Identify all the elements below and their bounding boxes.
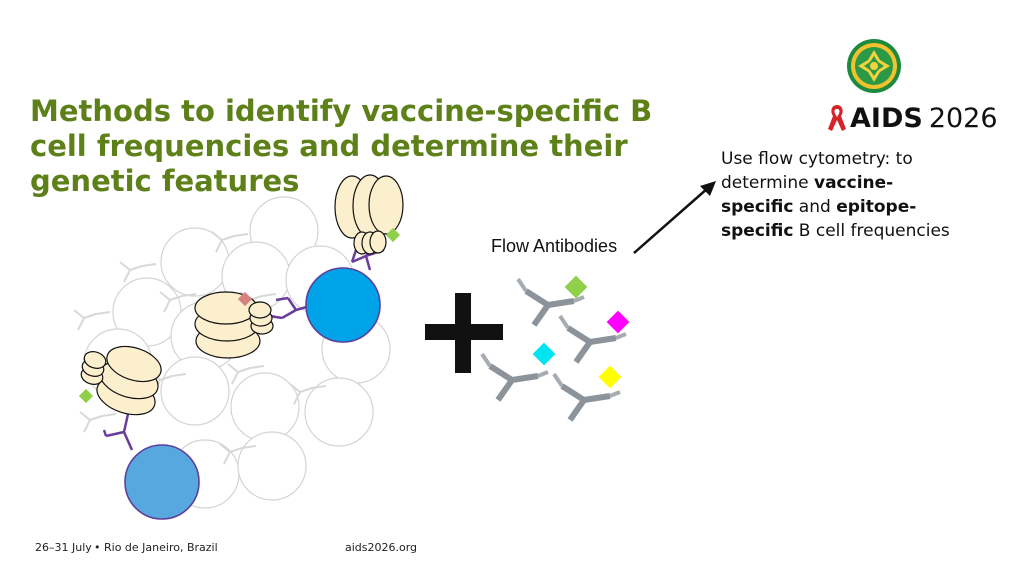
b-cell-bright <box>269 243 385 343</box>
conference-emblem-icon <box>847 39 901 93</box>
antigen-tag-green-top <box>385 227 401 243</box>
footer-location: Rio de Janeiro, Brazil <box>104 541 218 554</box>
footer-website-link[interactable]: aids2026.org <box>345 541 418 554</box>
pointer-arrow <box>633 181 716 254</box>
footer-dates: 26–31 July <box>35 541 92 554</box>
plus-symbol <box>425 293 503 373</box>
aids-2026-logo: AIDS 2026 <box>826 100 998 136</box>
red-ribbon-icon <box>828 105 846 131</box>
antigen-tag-green-left <box>78 388 94 404</box>
antigen-trimer-left <box>80 345 162 416</box>
flow-antibody-green <box>518 275 588 325</box>
brand-name: AIDS <box>850 102 923 134</box>
flow-antibody-yellow <box>554 365 621 420</box>
flow-antibody-cyan <box>482 342 556 400</box>
emphasis-epitope-specific: epitope-specific <box>721 197 917 241</box>
slide-title: Methods to identify vaccine-specific B c… <box>30 94 653 198</box>
method-description: Use flow cytometry: to determine vaccine… <box>721 149 950 241</box>
antigen-tag-pink <box>237 291 253 307</box>
antigen-trimer-middle <box>194 291 274 359</box>
flow-antibody-magenta <box>560 310 630 362</box>
b-cell-dark <box>102 407 200 520</box>
flow-antibodies-label: Flow Antibodies <box>491 236 618 256</box>
brand-year: 2026 <box>928 102 998 134</box>
emphasis-vaccine-specific: vaccine-specific <box>721 173 894 217</box>
antigen-trimer-top <box>334 174 404 255</box>
footer-separator: • <box>94 541 101 554</box>
